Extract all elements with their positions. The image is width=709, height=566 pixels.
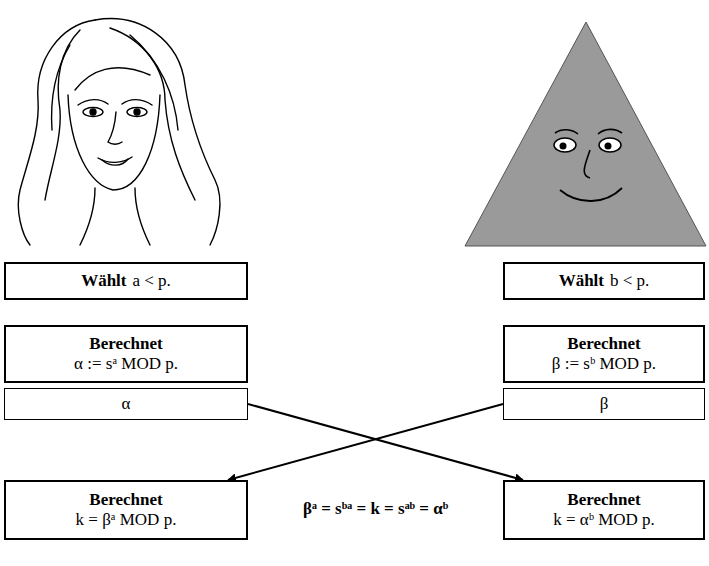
box-text: α <box>122 394 131 414</box>
step-box: Wählt b < p. <box>503 262 705 300</box>
box-text: α := sᵃ MOD p. <box>74 354 178 374</box>
box-heading: Wählt <box>81 271 126 291</box>
box-text: b < p. <box>610 271 649 291</box>
box-heading: Berechnet <box>89 490 162 510</box>
step-box: Wählt a < p. <box>4 262 248 300</box>
equation-label: βᵃ = sᵇᵃ = k = sᵃᵇ = αᵇ <box>300 499 451 519</box>
exchange-arrow <box>228 404 503 480</box>
woman-figure <box>18 19 220 245</box>
box-heading: Wählt <box>559 271 604 291</box>
box-text: k = βᵃ MOD p. <box>76 510 177 530</box>
box-text: k = αᵇ MOD p. <box>553 510 655 530</box>
exchange-arrow <box>248 404 523 480</box>
step-box: β <box>503 388 705 420</box>
step-box: Berechnetk = βᵃ MOD p. <box>4 480 248 540</box>
box-heading: Berechnet <box>567 334 640 354</box>
box-text: β <box>600 394 609 414</box>
box-heading: Berechnet <box>567 490 640 510</box>
box-heading: Berechnet <box>89 334 162 354</box>
text-line: Wählt b < p. <box>559 271 650 291</box>
box-text: β := sᵇ MOD p. <box>552 354 656 374</box>
text-line: Wählt a < p. <box>81 271 171 291</box>
step-box: α <box>4 388 248 420</box>
triangle-figure <box>465 22 706 246</box>
box-text: a < p. <box>132 271 170 291</box>
step-box: Berechnetk = αᵇ MOD p. <box>503 480 705 540</box>
step-box: Berechnetβ := sᵇ MOD p. <box>503 325 705 383</box>
step-box: Berechnetα := sᵃ MOD p. <box>4 325 248 383</box>
